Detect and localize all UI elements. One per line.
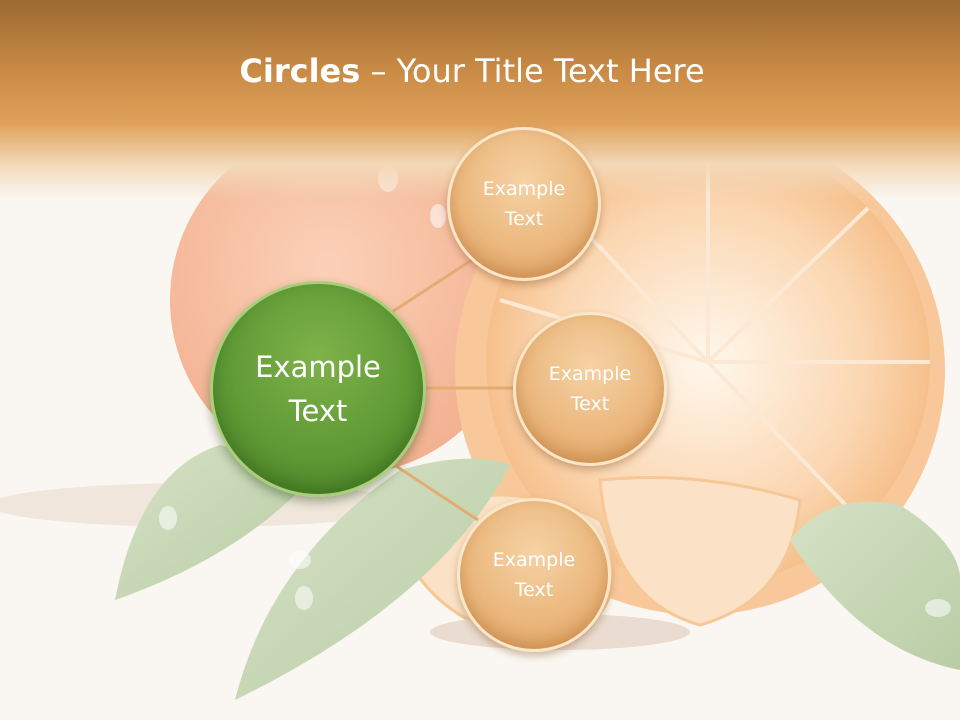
connector-line-1 bbox=[391, 254, 479, 314]
node-top-label: Example Text bbox=[482, 178, 566, 230]
node-middle[interactable]: Example Text bbox=[513, 312, 667, 466]
leaf-bottom bbox=[235, 458, 510, 700]
node-bottom-label: Example Text bbox=[492, 549, 576, 601]
leaf-right bbox=[790, 501, 960, 670]
slide-title[interactable]: Circles – Your Title Text Here bbox=[0, 52, 944, 90]
node-bottom[interactable]: Example Text bbox=[457, 498, 611, 652]
center-node-label: Example Text bbox=[255, 350, 381, 428]
center-node[interactable]: Example Text bbox=[210, 281, 426, 497]
connector-line-3 bbox=[395, 464, 479, 522]
node-top[interactable]: Example Text bbox=[447, 127, 601, 281]
leaf-left bbox=[115, 445, 300, 600]
slide-title-bold: Circles bbox=[239, 52, 361, 90]
orange-wedge-right bbox=[598, 476, 802, 627]
node-middle-label: Example Text bbox=[548, 363, 632, 415]
slide-title-rest: – Your Title Text Here bbox=[360, 52, 705, 90]
